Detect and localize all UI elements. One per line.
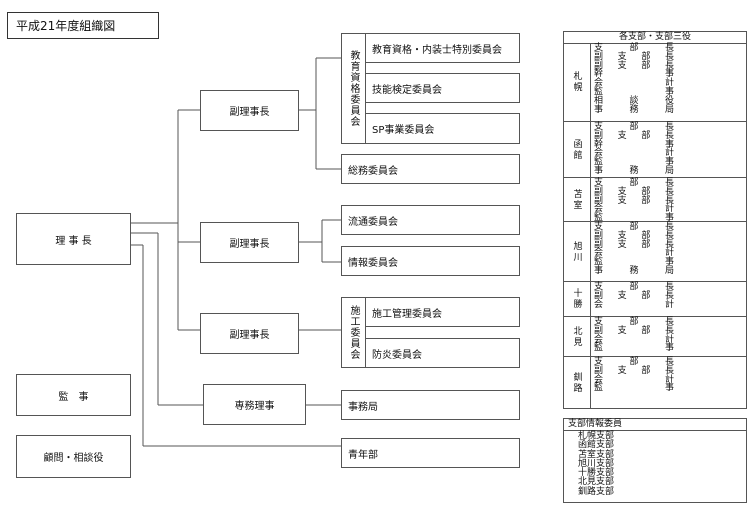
branch-role: 相談役 <box>594 95 674 106</box>
branch-name: 釧路 <box>564 357 591 408</box>
branch-roles: 支部長副支部長幹事会計監事事務局 <box>594 123 674 176</box>
branch-role: 支部長 <box>594 282 674 292</box>
information-committee-box: 情報委員会 <box>341 246 520 276</box>
auditor-box: 監 事 <box>16 374 131 416</box>
branch-role: 副支部長 <box>594 230 674 241</box>
branch-role: 会計 <box>594 204 674 215</box>
branch-row: 十勝支部長副支部長会計 <box>564 282 746 317</box>
branch-role: 副支部長 <box>594 239 674 250</box>
distribution-committee-box: 流通委員会 <box>341 205 520 235</box>
vp3-box: 副理事長 <box>200 313 299 354</box>
info-committee-item: 函館支部 <box>578 440 615 451</box>
branch-role: 監事 <box>594 343 674 354</box>
branch-role: 会計 <box>594 78 674 89</box>
branch-name: 十勝 <box>564 282 591 316</box>
branch-role: 事務局 <box>594 165 674 176</box>
general-committee-box: 総務委員会 <box>341 154 520 184</box>
youth-box: 青年部 <box>341 438 520 468</box>
branch-role: 監事 <box>594 86 674 97</box>
branch-role: 事務局 <box>594 265 674 276</box>
branch-role: 監事 <box>594 213 674 224</box>
branch-roles: 支部長副支部長副支部長会計監事事務局 <box>594 223 674 276</box>
branch-row: 旭川支部長副支部長副支部長会計監事事務局 <box>564 222 746 282</box>
info-committee-item: 札幌支部 <box>578 431 615 441</box>
page-title: 平成21年度組織図 <box>7 12 159 39</box>
branch-role: 副支部長 <box>594 290 674 301</box>
education-group-box: 教育資格委員会 <box>341 33 366 144</box>
branch-role: 監事 <box>594 383 674 394</box>
branch-role: 支部長 <box>594 357 674 367</box>
branch-role: 会計 <box>594 248 674 259</box>
branch-role: 会計 <box>594 374 674 385</box>
info-committee-item: 北見支部 <box>578 477 615 488</box>
branch-role: 副支部長 <box>594 130 674 141</box>
info-committee-heading: 支部情報委員 <box>564 419 746 431</box>
advisor-box: 顧問・相談役 <box>16 435 131 478</box>
info-committee-item: 釧路支部 <box>578 486 615 497</box>
branch-role: 会計 <box>594 299 674 310</box>
branch-role: 支部長 <box>594 43 674 53</box>
branch-role: 事務局 <box>594 104 674 115</box>
branch-role: 支部長 <box>594 317 674 327</box>
vp1-box: 副理事長 <box>200 90 299 131</box>
chairman-box: 理 事 長 <box>16 213 131 265</box>
branch-role: 支部長 <box>594 178 674 188</box>
branch-role: 支部長 <box>594 222 674 232</box>
secretariat-box: 事務局 <box>341 390 520 420</box>
branch-role: 副支部長 <box>594 60 674 71</box>
education-item-box: 技能検定委員会 <box>365 73 520 103</box>
info-committee-item: 旭川支部 <box>578 458 615 469</box>
branch-name: 札幌 <box>564 43 591 121</box>
branch-role: 副支部長 <box>594 365 674 376</box>
branch-role: 監事 <box>594 257 674 268</box>
branch-roles: 支部長副支部長副支部長幹事会計監事相談役事務局 <box>594 44 674 114</box>
executive-box: 専務理事 <box>203 384 306 425</box>
branch-role: 副支部長 <box>594 51 674 62</box>
branches-panel: 各支部・支部三役 札幌支部長副支部長副支部長幹事会計監事相談役事務局函館支部長副… <box>563 31 747 409</box>
info-committee-panel: 支部情報委員 札幌支部函館支部苫室支部旭川支部十勝支部北見支部釧路支部 <box>563 418 747 503</box>
branch-role: 会計 <box>594 148 674 159</box>
branch-row: 函館支部長副支部長幹事会計監事事務局 <box>564 122 746 178</box>
info-committee-item: 苫室支部 <box>578 449 615 460</box>
branch-role: 会計 <box>594 334 674 345</box>
branch-role: 監事 <box>594 157 674 168</box>
branch-roles: 支部長副支部長会計 <box>594 283 674 309</box>
branch-name: 旭川 <box>564 222 591 281</box>
branch-role: 副支部長 <box>594 195 674 206</box>
branch-row: 釧路支部長副支部長会計監事 <box>564 357 746 408</box>
construction-item-box: 施工管理委員会 <box>365 297 520 327</box>
branches-heading: 各支部・支部三役 <box>564 32 746 44</box>
branch-row: 苫室支部長副支部長副支部長会計監事 <box>564 178 746 223</box>
branch-row: 北見支部長副支部長会計監事 <box>564 317 746 357</box>
branch-name: 北見 <box>564 317 591 356</box>
branch-name: 苫室 <box>564 178 591 221</box>
branch-name: 函館 <box>564 122 591 177</box>
branch-row: 札幌支部長副支部長副支部長幹事会計監事相談役事務局 <box>564 43 746 122</box>
education-item-box: SP事業委員会 <box>365 113 520 144</box>
construction-group-box: 施工委員会 <box>341 297 366 368</box>
construction-item-box: 防炎委員会 <box>365 338 520 368</box>
vp2-box: 副理事長 <box>200 222 299 263</box>
education-item-box: 教育資格・内装士特別委員会 <box>365 33 520 63</box>
branch-roles: 支部長副支部長会計監事 <box>594 358 674 393</box>
branch-role: 支部長 <box>594 122 674 132</box>
branch-roles: 支部長副支部長会計監事 <box>594 318 674 353</box>
info-committee-item: 十勝支部 <box>578 468 615 479</box>
branch-role: 副支部長 <box>594 186 674 197</box>
branch-role: 副支部長 <box>594 325 674 336</box>
branch-role: 幹事 <box>594 139 674 150</box>
branch-role: 幹事 <box>594 69 674 80</box>
branch-roles: 支部長副支部長副支部長会計監事 <box>594 179 674 223</box>
